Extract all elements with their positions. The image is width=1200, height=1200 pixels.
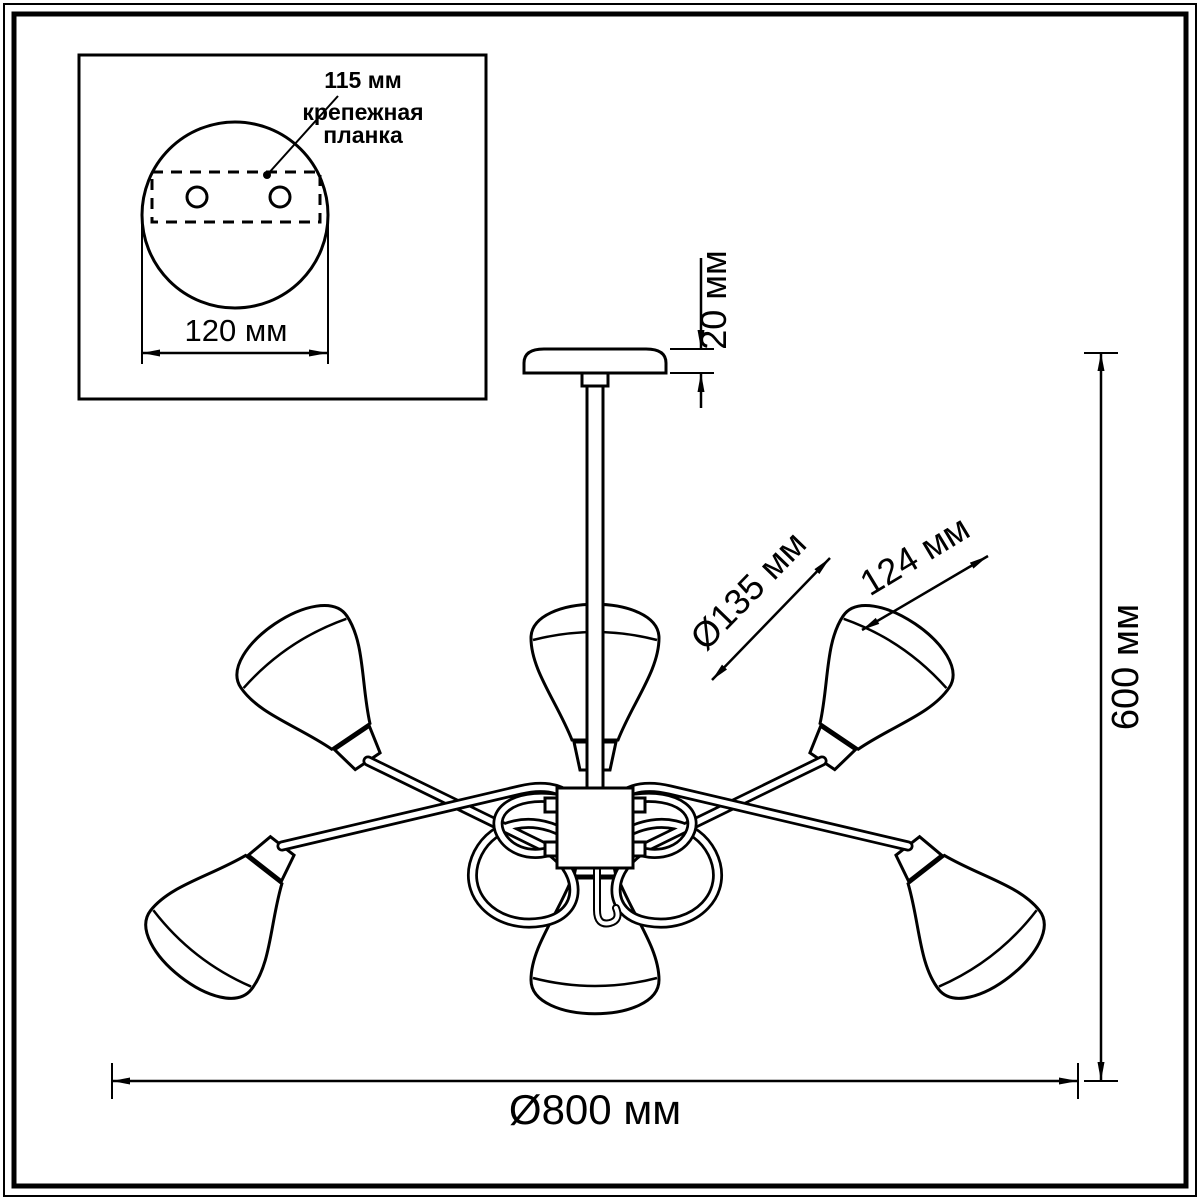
frame-inner bbox=[11, 11, 1189, 1189]
dim-canopy-height: 20 мм bbox=[670, 250, 734, 408]
hub-tab-left-bottom bbox=[543, 840, 559, 858]
mounting-hole-right bbox=[268, 185, 292, 209]
inset-box bbox=[77, 53, 488, 401]
hub-tab-right-bottom bbox=[631, 840, 647, 858]
mounting-plate-inset: 115 мм крепежная планка 120 мм bbox=[77, 53, 488, 401]
hook bbox=[593, 862, 622, 928]
frame bbox=[3, 3, 1197, 1197]
dim-overall-diameter: Ø800 мм bbox=[111, 1063, 1079, 1133]
inset-dim-115-label: 115 мм bbox=[324, 67, 402, 93]
plate-label-line1: крепежная bbox=[302, 99, 423, 125]
shade-upper-left bbox=[220, 586, 423, 799]
canopy-circle bbox=[140, 120, 330, 310]
ceiling-canopy bbox=[522, 347, 668, 388]
mounting-plate-dashed bbox=[150, 170, 322, 224]
hub-tab-left-top bbox=[543, 796, 559, 814]
arm-upper-right bbox=[610, 755, 828, 929]
mounting-hole-left bbox=[185, 185, 209, 209]
canopy-collar bbox=[580, 371, 610, 388]
dim-shade-diameter: Ø135 мм bbox=[682, 523, 831, 681]
frame-outer bbox=[3, 3, 1197, 1197]
shade-upper-right bbox=[767, 586, 970, 799]
canopy-body bbox=[522, 347, 668, 375]
dim-124-label: 124 мм bbox=[853, 507, 977, 604]
leader-line bbox=[266, 95, 339, 176]
chandelier bbox=[128, 347, 1062, 1018]
hub-body bbox=[555, 786, 635, 870]
dim-800-label: Ø800 мм bbox=[509, 1086, 681, 1133]
hub-tab-right-top bbox=[631, 796, 647, 814]
dim-135-label: Ø135 мм bbox=[682, 523, 814, 658]
center-hub bbox=[543, 786, 647, 870]
plate-label-line2: планка bbox=[323, 122, 403, 148]
dim-overall-height: 600 мм bbox=[1084, 352, 1147, 1082]
inset-dim-120-label: 120 мм bbox=[185, 313, 288, 348]
arm-upper-left bbox=[362, 755, 580, 929]
dim-600-label: 600 мм bbox=[1105, 604, 1147, 730]
leader-dot bbox=[263, 171, 271, 179]
dim-20-label: 20 мм bbox=[693, 250, 734, 350]
